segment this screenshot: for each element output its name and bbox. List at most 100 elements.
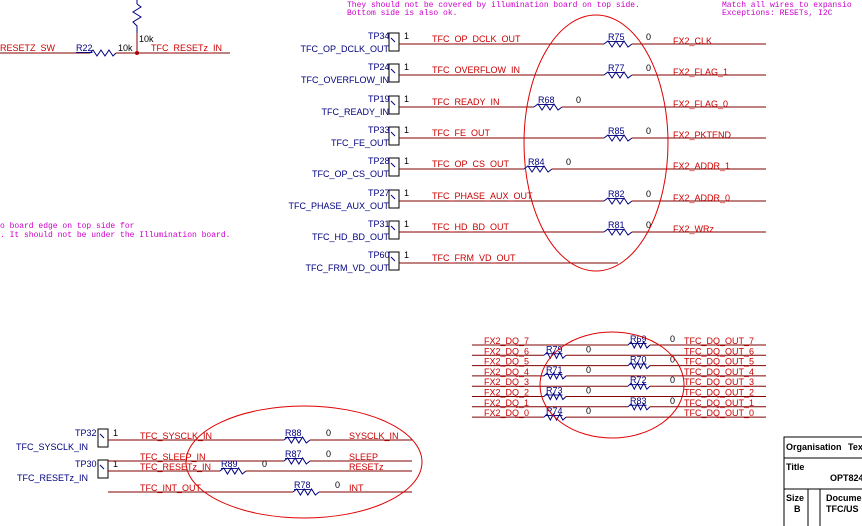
document-label: Docume: [826, 493, 862, 503]
dq-resistor-value: 0: [670, 375, 675, 385]
dq-resistor-value: 0: [586, 386, 591, 396]
clk-resistor-symbol: [283, 457, 311, 465]
resistor-ref: R77: [608, 63, 625, 73]
testpoint-ref: TP19: [368, 94, 390, 104]
clk-testpoint-pin: 1: [113, 428, 118, 438]
testpoint-label: TFC_READY_IN: [321, 107, 389, 117]
testpoint-label: TFC_OVERFLOW_IN: [301, 75, 389, 85]
resistor-symbol: [523, 165, 553, 173]
testpoint-7: [388, 251, 400, 271]
testpoint-label: TFC_OP_DCLK_OUT: [300, 44, 389, 54]
clk-resistor-value: 0: [326, 449, 331, 459]
clock-signal-block: TP32TFC_SYSCLK_IN1TP30TFC_RESETz_IN1TFC_…: [16, 428, 412, 496]
clk-testpoint-label: TFC_RESETz_IN: [17, 473, 88, 483]
clk-row-2: TFC_RESETz_IN R89 0 RESETz: [108, 459, 412, 475]
testpoint-label: TFC_FRM_VD_OUT: [305, 263, 389, 273]
output-net-label: FX2_PKTEND: [673, 130, 732, 140]
dq-input-label: FX2_DQ_4: [484, 367, 529, 377]
dq-resistor-value: 0: [586, 406, 591, 416]
testpoint-label: TFC_PHASE_AUX_OUT: [288, 201, 389, 211]
dq-resistor-value: 0: [670, 334, 675, 344]
testpoint-7-arrow: [390, 256, 396, 262]
testpoint-6: [388, 220, 400, 240]
output-net-label: FX2_FLAG_0: [673, 99, 728, 109]
dq-resistor-ref: R73: [546, 386, 563, 396]
clk-resistor-value: 0: [326, 428, 331, 438]
testpoint-ref: TP28: [368, 156, 390, 166]
clk-testpoint-box-arrow: [99, 464, 105, 470]
dq-resistor-ref: R71: [546, 365, 563, 375]
annotation-ellipse-clk: [185, 405, 423, 519]
testpoint-3-arrow: [390, 131, 396, 137]
resistor-value: 0: [646, 63, 651, 73]
clk-net-label: TFC_RESETz_IN: [140, 462, 211, 472]
title-block-frame: [783, 436, 862, 526]
annotation-ellipse-dq: [539, 331, 685, 439]
clk-output-label: INT: [349, 483, 364, 493]
clk-output-label: RESETz: [349, 462, 384, 472]
resistor-symbol: [603, 40, 633, 48]
net-label: TFC_OP_CS_OUT: [432, 159, 510, 169]
dq-resistor-symbol: [627, 361, 651, 370]
testpoint-label: TFC_OP_CS_OUT: [312, 169, 390, 179]
dq-resistor-value: 0: [586, 365, 591, 375]
dq-output-label: TFC_DQ_OUT_0: [684, 408, 754, 418]
output-net-label: FX2_FLAG_1: [673, 67, 728, 77]
resistor-value: 0: [566, 157, 571, 167]
resistor-value: 0: [646, 32, 651, 42]
net-label: TFC_FRM_VD_OUT: [432, 253, 516, 263]
dq-output-label: TFC_DQ_OUT_5: [684, 357, 754, 367]
dq-input-label: FX2_DQ_0: [484, 408, 529, 418]
net-label: TFC_HD_BD_OUT: [432, 222, 510, 232]
net-label: TFC_FE_OUT: [432, 128, 491, 138]
testpoint-pin: 1: [404, 31, 409, 41]
clk-resistor-value: 0: [262, 459, 267, 469]
testpoint-0: [388, 32, 400, 52]
note-left-line-2: . It should not be under the Illuminatio…: [0, 231, 230, 240]
resistor-ref: R68: [538, 95, 555, 105]
testpoint-pin: 1: [404, 94, 409, 104]
net-resetz-sw: RESETZ_SW: [0, 43, 56, 53]
testpoint-5-arrow: [390, 194, 396, 200]
clk-resistor-ref: R89: [221, 459, 238, 469]
dq-resistor-ref: R72: [630, 375, 647, 385]
testpoint-ref: TP24: [368, 62, 390, 72]
dq-resistor-symbol: [543, 392, 567, 401]
clk-testpoint-pin: 1: [113, 459, 118, 469]
testpoint-pin: 1: [404, 125, 409, 135]
dq-output-label: TFC_DQ_OUT_1: [684, 398, 754, 408]
resistor-symbol: [533, 103, 563, 111]
net-label: TFC_OVERFLOW_IN: [432, 65, 520, 75]
clk-net-label: TFC_INT_OUT: [140, 483, 202, 493]
dq-input-label: FX2_DQ_2: [484, 388, 529, 398]
output-net-label: FX2_ADDR_0: [673, 193, 730, 203]
clk-testpoint-box-arrow: [99, 433, 105, 439]
testpoint-pin: 1: [404, 219, 409, 229]
clk-resistor-ref: R78: [294, 480, 311, 490]
testpoint-2-arrow: [390, 100, 396, 106]
resistor-value: 0: [576, 95, 581, 105]
dq-resistor-ref: R83: [630, 396, 647, 406]
pullup-value: 10k: [139, 34, 154, 44]
dq-input-label: FX2_DQ_1: [484, 398, 529, 408]
dq-output-label: TFC_DQ_OUT_7: [684, 336, 754, 346]
testpoint-pin: 1: [404, 188, 409, 198]
reset-sw-section: 10k RESETZ_SW R22 10k TFC_RESETz_IN: [0, 0, 230, 57]
resistor-value: 0: [646, 126, 651, 136]
resistor-symbol: [603, 71, 633, 79]
testpoint-pin: 1: [404, 250, 409, 260]
pullup-resistor: [132, 3, 142, 33]
clk-resistor-symbol: [283, 436, 311, 444]
note-top-center-line-2: Bottom side is also ok.: [347, 9, 457, 18]
dq-output-label: TFC_DQ_OUT_3: [684, 377, 754, 387]
